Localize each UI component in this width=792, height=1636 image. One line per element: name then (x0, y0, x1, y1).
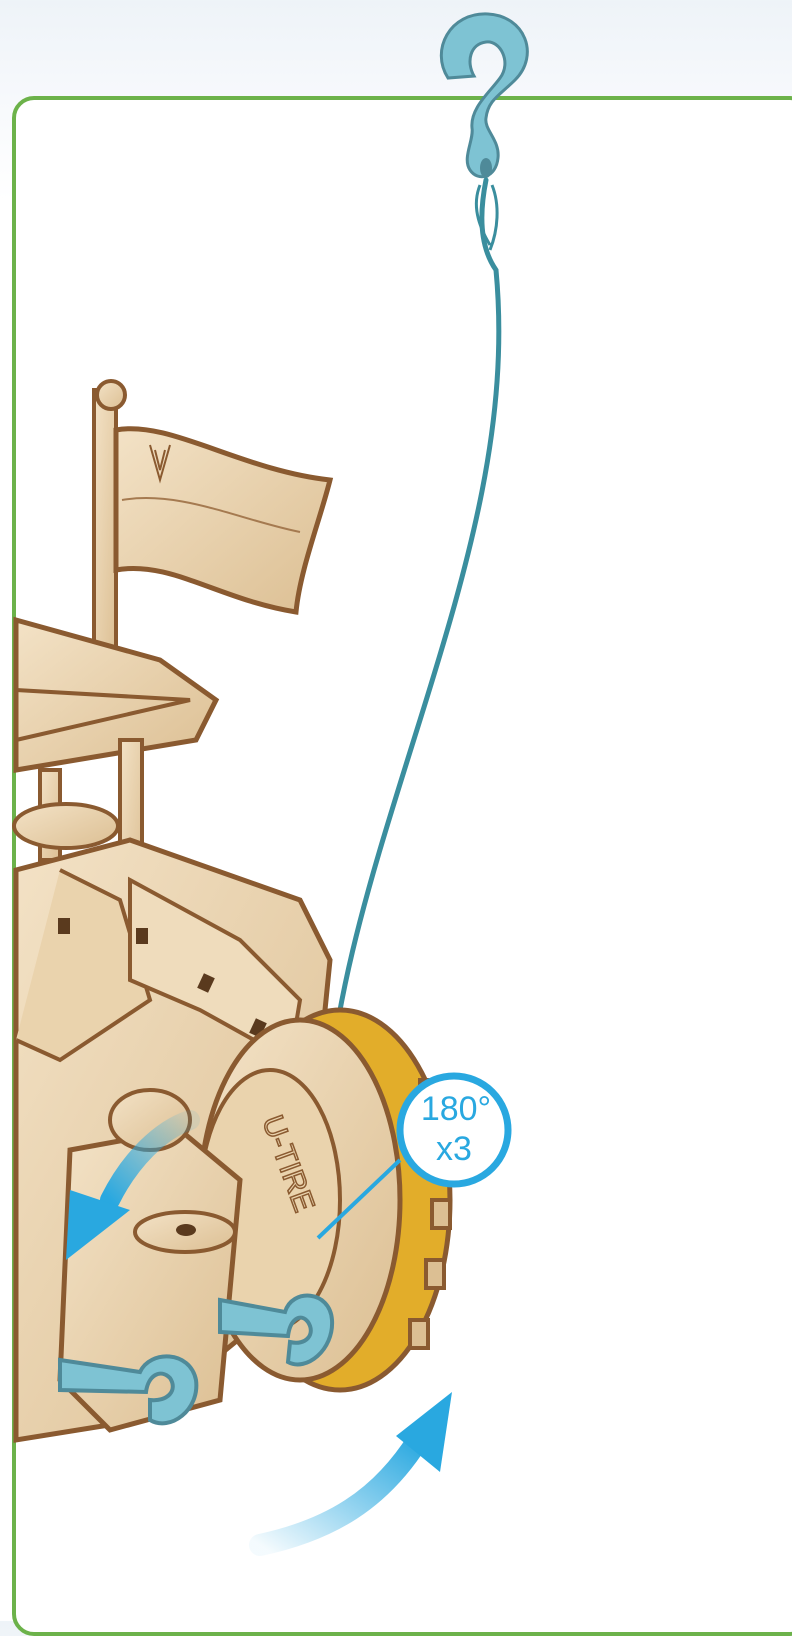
rotation-angle: 180° (421, 1090, 491, 1128)
flag (94, 381, 330, 670)
hanging-hook-icon (441, 14, 527, 178)
rotation-count-badge: 180° x3 (400, 1076, 508, 1184)
rotation-count: x3 (436, 1130, 472, 1168)
rotation-arrow-up-icon (260, 1392, 452, 1545)
